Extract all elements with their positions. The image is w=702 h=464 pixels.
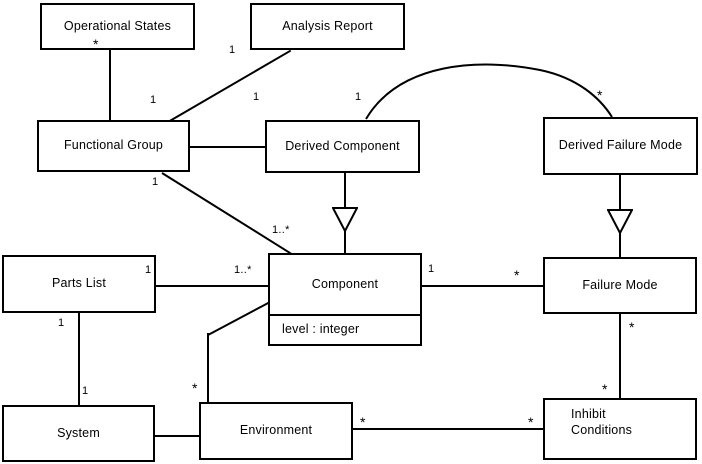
multiplicity-parts-list-component: 1	[145, 264, 152, 276]
multiplicity-environment-component: *	[192, 380, 198, 396]
class-box-derived-component[interactable]: Derived Component	[265, 120, 420, 173]
multiplicity-failure-mode-inhibit-conditions: *	[629, 319, 635, 335]
class-box-functional-group[interactable]: Functional Group	[37, 120, 190, 172]
class-name-environment: Environment	[239, 423, 313, 438]
multiplicity-operational-states-functional-group: *	[93, 36, 99, 52]
class-name-parts-list: Parts List	[51, 276, 107, 291]
edge-functional-group-component	[161, 172, 292, 255]
edge-derived-component-generalization-stem	[344, 173, 346, 209]
edge-generalization-to-component	[344, 231, 346, 255]
class-box-inhibit-conditions[interactable]: Inhibit Conditions	[543, 398, 697, 460]
generalization-triangle-failure-mode	[607, 209, 633, 234]
edge-component-environment-vertical	[207, 333, 209, 403]
edge-functional-group-derived-component	[190, 146, 266, 148]
multiplicity-inhibit-conditions-environment: *	[528, 414, 534, 430]
multiplicity-functional-group-derived-component: 1	[253, 91, 260, 103]
class-name-functional-group: Functional Group	[63, 138, 164, 153]
multiplicity-parts-list-system: 1	[58, 317, 65, 329]
edge-derived-failure-mode-generalization-stem	[619, 175, 621, 210]
multiplicity-failure-mode-component: *	[514, 267, 520, 283]
class-box-parts-list[interactable]: Parts List	[2, 255, 156, 313]
edge-generalization-to-failure-mode	[619, 232, 621, 259]
multiplicity-analysis-report-functional-group: 1	[229, 44, 236, 56]
edge-component-environment-diagonal	[207, 299, 273, 336]
class-box-system[interactable]: System	[2, 405, 155, 462]
multiplicity-component-functional-group: 1..*	[272, 224, 290, 236]
class-box-derived-failure-mode[interactable]: Derived Failure Mode	[543, 117, 698, 175]
edge-system-environment	[155, 435, 201, 437]
multiplicity-derived-failure-mode-derived-component: *	[597, 87, 603, 103]
generalization-triangle-component	[332, 207, 358, 232]
multiplicity-environment-inhibit-conditions: *	[360, 414, 366, 430]
multiplicity-system-parts-list: 1	[82, 385, 89, 397]
class-name-analysis-report: Analysis Report	[282, 18, 373, 33]
class-name-inhibit-conditions: Inhibit Conditions	[571, 407, 633, 437]
class-attribute-component-level: level : integer	[270, 314, 420, 344]
multiplicity-derived-component-derived-failure-mode: 1	[355, 91, 362, 103]
multiplicity-component-failure-mode: 1	[428, 263, 435, 275]
edge-parts-list-system	[78, 313, 80, 406]
edge-component-failure-mode	[422, 285, 544, 287]
class-name-derived-component: Derived Component	[285, 138, 400, 153]
multiplicity-functional-group-component: 1	[152, 176, 159, 188]
class-box-component[interactable]: Component level : integer	[268, 253, 422, 346]
class-name-operational-states: Operational States	[63, 18, 172, 33]
class-name-system: System	[57, 425, 100, 440]
class-name-derived-failure-mode: Derived Failure Mode	[558, 138, 683, 153]
class-box-failure-mode[interactable]: Failure Mode	[543, 257, 697, 314]
edge-functional-group-analysis-report	[167, 49, 292, 123]
class-name-failure-mode: Failure Mode	[582, 277, 658, 292]
edge-environment-inhibit-conditions	[353, 428, 545, 430]
edge-parts-list-component	[156, 285, 270, 287]
multiplicity-component-parts-list: 1..*	[234, 264, 252, 276]
edge-operational-states-functional-group	[109, 50, 111, 122]
class-box-operational-states[interactable]: Operational States	[40, 3, 195, 50]
class-name-component: Component	[311, 276, 379, 291]
edge-failure-mode-inhibit-conditions	[619, 314, 621, 400]
multiplicity-functional-group-analysis-report: 1	[150, 94, 157, 106]
class-box-analysis-report[interactable]: Analysis Report	[250, 3, 405, 50]
class-box-environment[interactable]: Environment	[199, 402, 353, 460]
multiplicity-inhibit-conditions-failure-mode: *	[602, 381, 608, 397]
